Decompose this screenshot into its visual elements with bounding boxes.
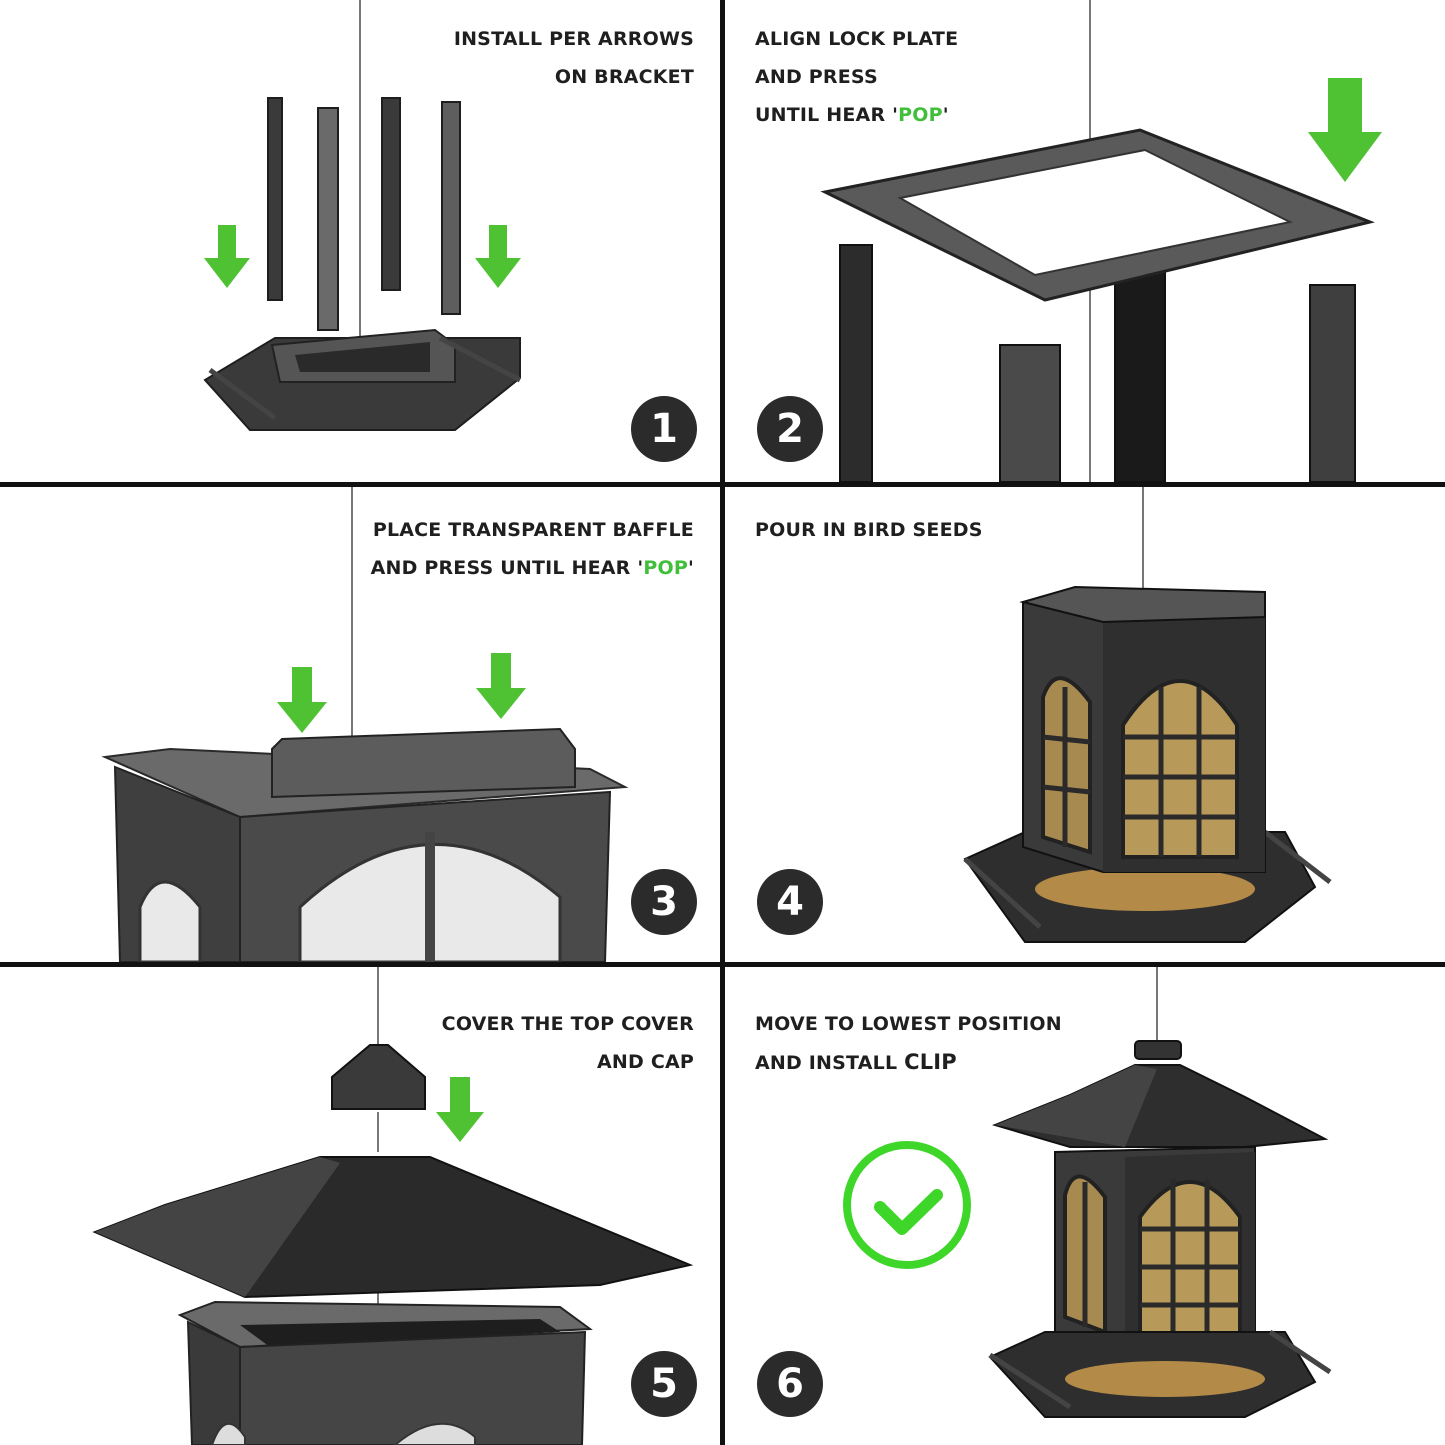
caption-line: ON BRACKET [554, 66, 694, 88]
step-number-badge: 2 [757, 396, 823, 462]
caption-line: AND PRESS UNTIL HEAR 'POP' [371, 549, 694, 587]
clip-emphasis: CLIP [904, 1050, 957, 1074]
step-number-badge: 1 [631, 396, 697, 462]
step-number-badge: 4 [757, 869, 823, 935]
caption-line: AND INSTALL CLIP [755, 1043, 1062, 1082]
horizontal-divider-bottom [0, 962, 1445, 967]
step-5-caption: COVER THE TOP COVER AND CAP [442, 1005, 694, 1081]
caption-line: COVER THE TOP COVER [441, 1013, 694, 1035]
down-arrow-icon [277, 667, 327, 733]
down-arrow-icon [475, 225, 521, 288]
step-3-panel: PLACE TRANSPARENT BAFFLE AND PRESS UNTIL… [0, 487, 720, 962]
step-2-caption: ALIGN LOCK PLATE AND PRESS UNTIL HEAR 'P… [755, 20, 958, 134]
filled-feeder-illustration [963, 487, 1332, 943]
caption-line: AND PRESS [755, 66, 878, 88]
caption-text: ' [942, 104, 949, 126]
step-6-panel: MOVE TO LOWEST POSITION AND INSTALL CLIP… [725, 967, 1445, 1445]
step-5-panel: COVER THE TOP COVER AND CAP 5 [0, 967, 720, 1445]
lock-plate-illustration [820, 0, 1382, 482]
pop-highlight: POP [643, 557, 688, 579]
caption-line: AND CAP [597, 1051, 694, 1073]
caption-line: PLACE TRANSPARENT BAFFLE [372, 519, 694, 541]
step-1-caption: INSTALL PER ARROWS ON BRACKET [454, 20, 694, 96]
checkmark-circle-icon [843, 1141, 971, 1269]
caption-text: ' [687, 557, 694, 579]
bracket-posts-illustration [203, 0, 522, 431]
top-cover-illustration [92, 967, 694, 1445]
step-number-badge: 5 [631, 1351, 697, 1417]
assembled-feeder-illustration [843, 967, 1332, 1418]
horizontal-divider-top [0, 482, 1445, 487]
step-4-panel: POUR IN BIRD SEEDS 4 [725, 487, 1445, 962]
vertical-divider [720, 0, 725, 1445]
step-3-caption: PLACE TRANSPARENT BAFFLE AND PRESS UNTIL… [371, 511, 694, 587]
step-number-badge: 3 [631, 869, 697, 935]
step-6-caption: MOVE TO LOWEST POSITION AND INSTALL CLIP [755, 1005, 1062, 1082]
caption-line: ALIGN LOCK PLATE [755, 28, 959, 50]
caption-text: AND INSTALL [755, 1052, 905, 1074]
down-arrow-icon [436, 1077, 484, 1142]
caption-line: MOVE TO LOWEST POSITION [755, 1013, 1062, 1035]
step-2-panel: ALIGN LOCK PLATE AND PRESS UNTIL HEAR 'P… [725, 0, 1445, 482]
pop-highlight: POP [898, 104, 943, 126]
step-1-panel: INSTALL PER ARROWS ON BRACKET 1 [0, 0, 720, 482]
caption-line: POUR IN BIRD SEEDS [755, 519, 983, 541]
baffle-illustration [101, 487, 629, 962]
caption-line: UNTIL HEAR 'POP' [755, 96, 958, 134]
caption-text: UNTIL HEAR ' [755, 104, 899, 126]
down-arrow-icon [1308, 78, 1382, 182]
down-arrow-icon [476, 653, 526, 719]
step-4-caption: POUR IN BIRD SEEDS [755, 511, 983, 549]
step-number-badge: 6 [757, 1351, 823, 1417]
clip-icon [1134, 1040, 1182, 1060]
caption-line: INSTALL PER ARROWS [453, 28, 694, 50]
down-arrow-icon [204, 225, 250, 288]
caption-text: AND PRESS UNTIL HEAR ' [370, 557, 644, 579]
